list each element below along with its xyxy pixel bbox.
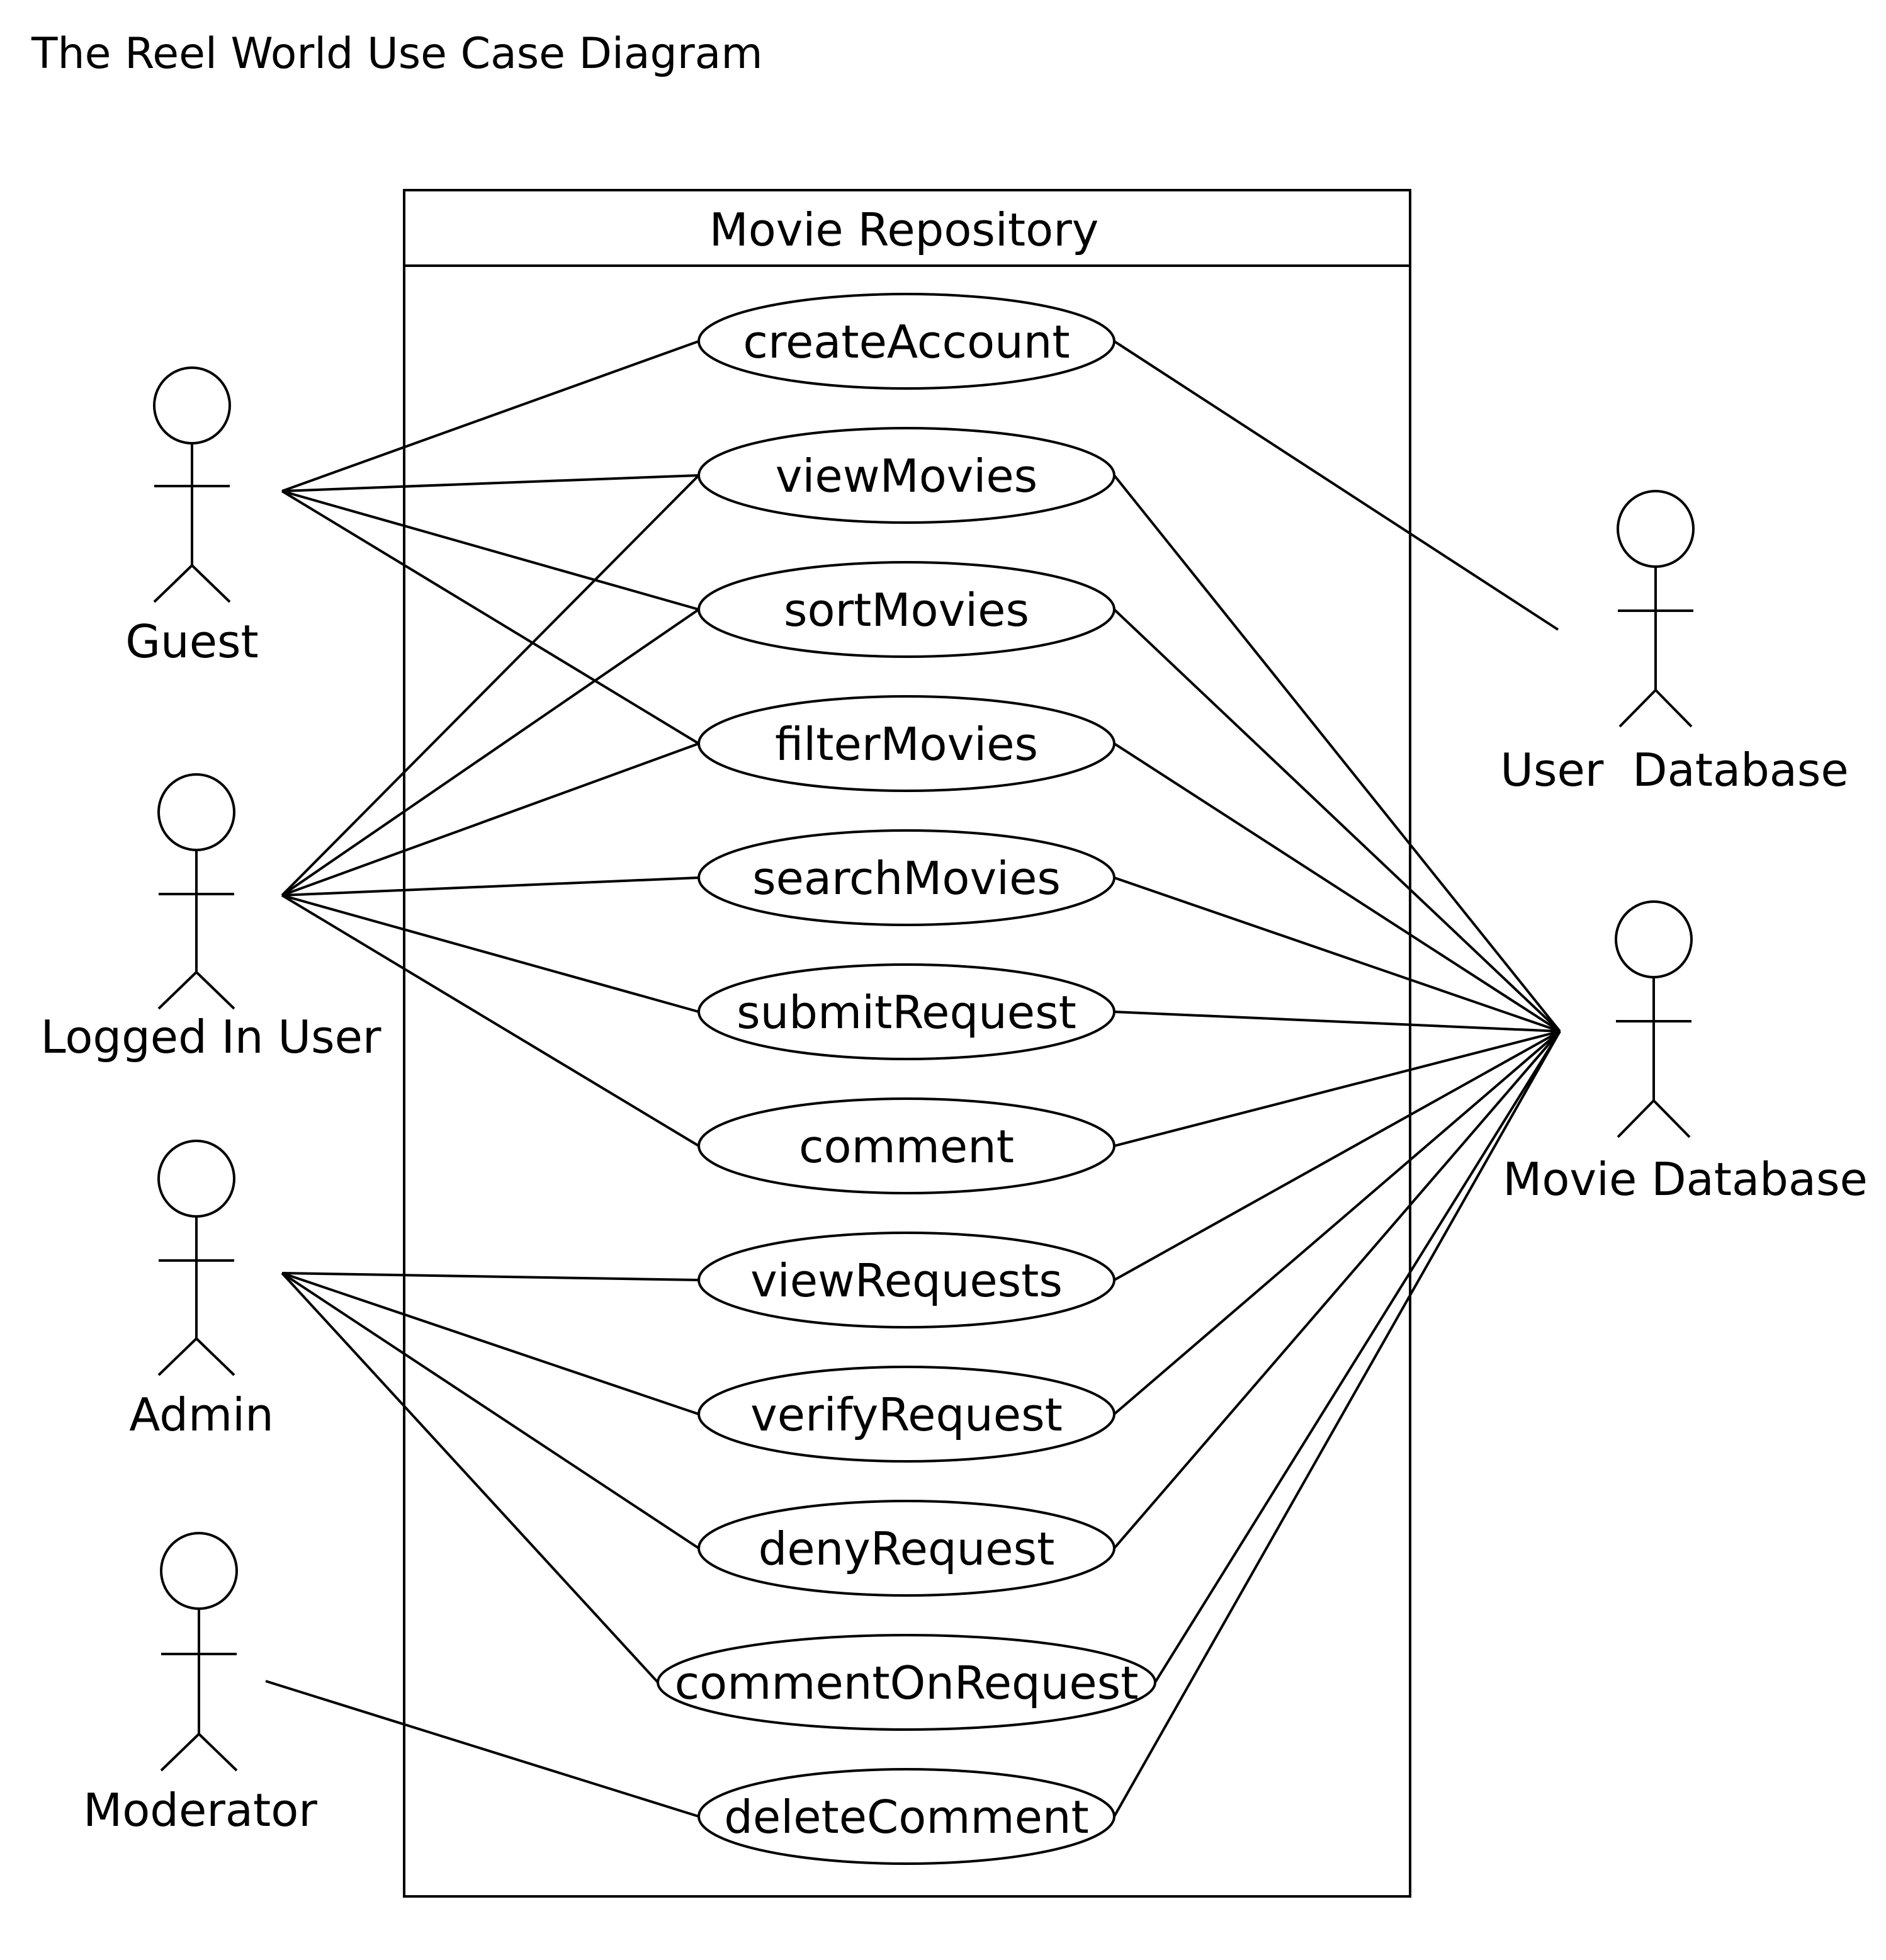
use-case-ellipse (697, 695, 1115, 792)
association-line (281, 490, 700, 745)
use-case-ellipse (697, 1768, 1115, 1865)
association-line (281, 490, 699, 611)
use-case-comment: comment (697, 1097, 1115, 1194)
use-case-label: submitRequest (737, 986, 1076, 1039)
use-case-searchMovies: searchMovies (697, 829, 1115, 926)
association-line (1113, 1031, 1561, 1817)
use-case-sortMovies: sortMovies (697, 561, 1115, 658)
actor-label: Moderator (83, 1784, 317, 1837)
actor-moderator: Moderator (83, 1532, 317, 1837)
stick-figure-icon (160, 1532, 238, 1772)
use-case-label: viewMovies (776, 450, 1037, 502)
use-case-label: searchMovies (752, 852, 1061, 905)
association-line (1113, 1030, 1561, 1415)
use-case-denyRequest: denyRequest (697, 1500, 1115, 1597)
actor-admin: Admin (129, 1140, 274, 1441)
association-line (281, 1272, 700, 1549)
use-case-ellipse (697, 561, 1115, 658)
use-case-label: denyRequest (759, 1522, 1055, 1575)
actor-movie-database: Movie Database (1503, 900, 1868, 1206)
association-line (281, 742, 699, 897)
stick-figure-icon (157, 773, 235, 1010)
association-line (281, 1272, 699, 1415)
use-case-label: commentOnRequest (675, 1657, 1139, 1709)
use-case-ellipse (697, 293, 1115, 390)
use-case-ellipse (697, 1500, 1115, 1597)
stick-figure-icon (157, 1140, 235, 1376)
stick-figure-icon (153, 366, 231, 603)
association-line (281, 340, 699, 492)
system-boundary: Movie Repository (403, 189, 1411, 1898)
use-case-viewMovies: viewMovies (697, 427, 1115, 524)
association-line (1114, 876, 1561, 1033)
system-boundary-box (403, 189, 1411, 1898)
use-case-submitRequest: submitRequest (697, 963, 1115, 1060)
actor-label: Admin (129, 1388, 273, 1441)
association-line (1114, 1030, 1561, 1147)
association-line (281, 1272, 659, 1684)
association-line (281, 1272, 699, 1281)
associations (265, 340, 1561, 1818)
association-line (1113, 608, 1561, 1033)
stick-figure-icon (1615, 900, 1693, 1138)
use-case-commentOnRequest: commentOnRequest (657, 1634, 1156, 1731)
association-line (281, 608, 700, 897)
association-line (281, 894, 700, 1147)
use-case-label: viewRequests (750, 1254, 1063, 1307)
use-case-ellipse (697, 1366, 1115, 1463)
use-case-ellipse (657, 1634, 1156, 1731)
association-line (1114, 1030, 1561, 1281)
system-name: Movie Repository (709, 203, 1099, 256)
association-line (1113, 340, 1559, 631)
actor-label: Movie Database (1503, 1153, 1868, 1206)
association-line (1113, 474, 1561, 1033)
use-case-verifyRequest: verifyRequest (697, 1366, 1115, 1463)
actor-label: Guest (125, 615, 258, 668)
association-line (1113, 742, 1561, 1033)
actor-user-database: User Database (1500, 490, 1849, 796)
use-case-label: sortMovies (784, 584, 1029, 637)
actor-label: Logged In User (40, 1011, 381, 1063)
association-line (265, 1680, 699, 1818)
association-line (1154, 1030, 1561, 1684)
association-line (1114, 1011, 1561, 1033)
use-case-ellipse (697, 829, 1115, 926)
association-line (281, 894, 699, 1013)
association-line (281, 474, 700, 897)
use-case-label: deleteComment (724, 1791, 1089, 1844)
use-case-label: createAccount (743, 315, 1070, 368)
diagram-title: The Reel World Use Case Diagram (31, 29, 763, 79)
use-case-ellipse (697, 963, 1115, 1060)
association-line (281, 876, 699, 897)
use-case-label: filterMovies (775, 718, 1038, 771)
actor-label: User Database (1500, 744, 1848, 796)
actor-guest: Guest (125, 366, 259, 668)
use-case-filterMovies: filterMovies (697, 695, 1115, 792)
use-case-label: comment (799, 1120, 1014, 1173)
actor-logged-in-user: Logged In User (40, 773, 381, 1063)
use-case-ellipse (697, 427, 1115, 524)
use-case-deleteComment: deleteComment (697, 1768, 1115, 1865)
use-case-viewRequests: viewRequests (697, 1232, 1115, 1328)
use-case-createAccount: createAccount (697, 293, 1115, 390)
use-case-ellipse (697, 1232, 1115, 1328)
association-line (281, 474, 699, 492)
use-case-ellipse (697, 1097, 1115, 1194)
association-line (1113, 1030, 1561, 1549)
use-case-label: verifyRequest (750, 1388, 1063, 1441)
stick-figure-icon (1617, 490, 1695, 728)
